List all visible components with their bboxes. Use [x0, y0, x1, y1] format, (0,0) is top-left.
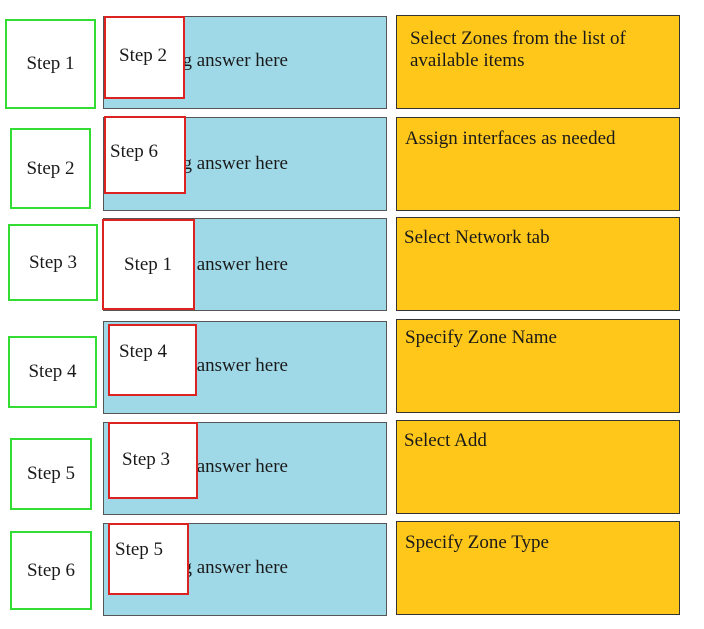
- step-label-3: Step 3: [8, 224, 98, 301]
- step-label-text: Step 1: [26, 53, 75, 74]
- description-text: Select Network tab: [404, 227, 550, 248]
- step-label-text: Step 6: [26, 559, 76, 581]
- description-text: Assign interfaces as needed: [405, 128, 616, 149]
- description-text: Select Zones from the list of available …: [410, 28, 626, 71]
- answer-tile-label: Step 5: [115, 539, 164, 560]
- answer-tile-6[interactable]: Step 5: [108, 523, 189, 595]
- answer-tile-label: Step 4: [119, 341, 168, 362]
- answer-tile-5[interactable]: Step 3: [108, 422, 198, 499]
- description-text: Specify Zone Type: [405, 532, 549, 553]
- drop-zone-placeholder: Drag answer here: [154, 50, 288, 71]
- answer-tile-4[interactable]: Step 4: [108, 324, 197, 396]
- description-4: Specify Zone Name: [396, 319, 680, 413]
- answer-tile-3[interactable]: Step 1: [102, 219, 195, 310]
- step-label-2: Step 2: [10, 128, 91, 209]
- answer-tile-label: Step 3: [122, 449, 171, 470]
- step-label-text: Step 3: [28, 251, 78, 273]
- step-label-text: Step 2: [26, 157, 75, 179]
- step-label-1: Step 1: [5, 19, 96, 109]
- answer-tile-label: Step 2: [119, 45, 168, 66]
- step-label-text: Step 5: [26, 463, 76, 484]
- description-text: Select Add: [404, 430, 487, 451]
- description-2: Assign interfaces as needed: [396, 117, 680, 211]
- description-3: Select Network tab: [396, 217, 680, 311]
- description-1: Select Zones from the list of available …: [396, 15, 680, 109]
- description-6: Specify Zone Type: [396, 521, 680, 615]
- answer-tile-label: Step 1: [124, 254, 173, 275]
- description-text: Specify Zone Name: [405, 327, 557, 348]
- step-label-5: Step 5: [10, 438, 92, 510]
- step-label-text: Step 4: [28, 361, 77, 382]
- description-5: Select Add: [396, 420, 680, 514]
- drop-zone-placeholder: Drag answer here: [154, 153, 288, 174]
- answer-tile-label: Step 6: [110, 141, 159, 162]
- answer-tile-1[interactable]: Step 2: [104, 16, 185, 99]
- step-label-6: Step 6: [10, 531, 92, 610]
- step-label-4: Step 4: [8, 336, 97, 408]
- answer-tile-2[interactable]: Step 6: [104, 116, 186, 194]
